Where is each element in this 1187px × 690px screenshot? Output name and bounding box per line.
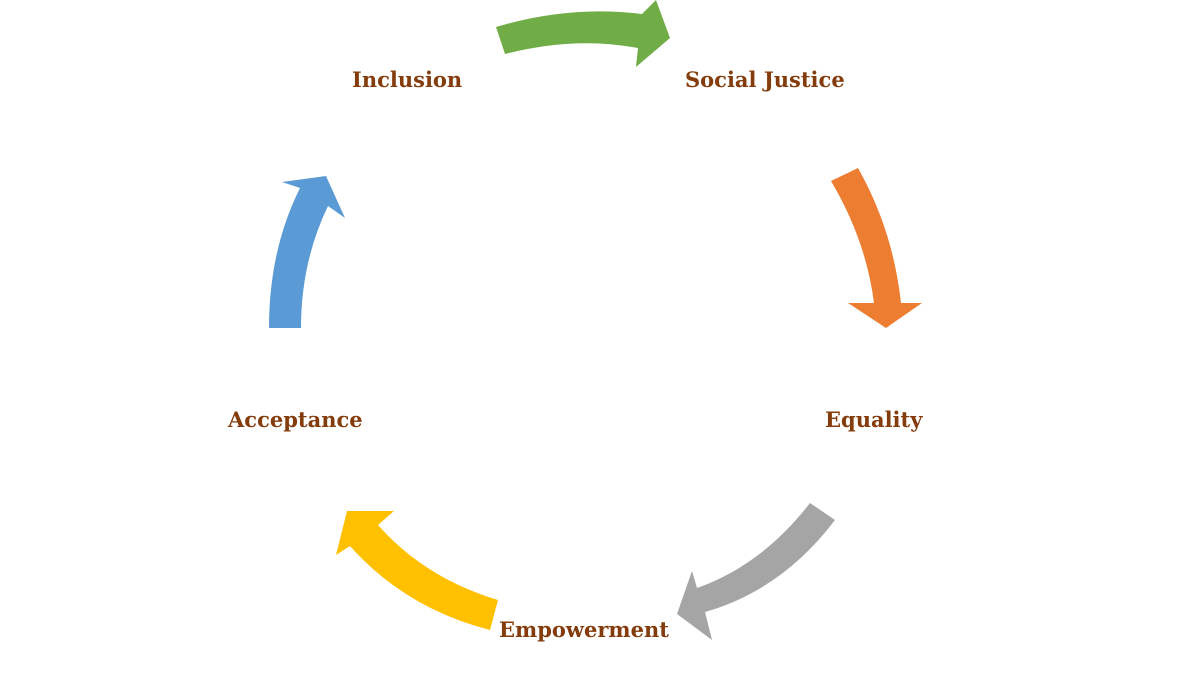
- arrow-empowerment-to-acceptance: [336, 511, 498, 630]
- node-label-acceptance: Acceptance: [228, 407, 363, 432]
- node-label-social-justice: Social Justice: [685, 67, 845, 92]
- node-label-inclusion: Inclusion: [352, 67, 463, 92]
- arrow-inclusion-to-social-justice: [496, 0, 670, 67]
- node-label-empowerment: Empowerment: [499, 617, 669, 642]
- arrow-acceptance-to-inclusion: [269, 176, 345, 328]
- arrow-social-justice-to-equality: [831, 168, 922, 328]
- arrow-equality-to-empowerment: [677, 503, 835, 640]
- node-label-equality: Equality: [825, 407, 923, 432]
